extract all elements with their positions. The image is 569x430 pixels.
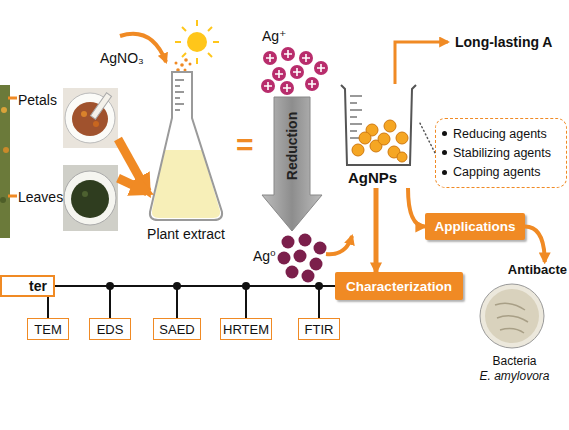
connector [374,188,379,272]
petals-mortar-photo [63,88,118,148]
dish-node: AntibacteBacteriaE. amylovora [470,262,567,382]
light-dots [175,58,192,72]
graduation-marks [350,96,362,138]
silver-ions [261,47,328,95]
connector [420,123,435,153]
node-text: E. amylovora [472,369,557,383]
node-text: Stabilizing agents [453,146,551,160]
connector [55,285,335,287]
tick-dots [44,282,323,290]
beaker-node: AgNPs [340,80,420,188]
graduation-marks [175,80,184,110]
leaves-mortar-photo [63,165,118,231]
process-box: Applications [425,213,525,240]
flower-speck [1,107,7,113]
atom-label: Ag⁰ [253,248,276,264]
tick-lines [48,286,319,318]
beaker-outline [341,85,416,165]
leaf-speck [82,191,88,197]
mortar-bowl [65,93,115,143]
ion-label: Ag⁺ [262,28,287,44]
photo-bg [63,165,118,231]
arrow-label: Reduction [284,112,300,180]
flask-outline [150,72,222,220]
sun-disc [187,32,207,52]
petri-dish-photo [480,284,544,348]
pointer-arrow [395,42,448,84]
connector [525,227,545,263]
nanoparticles [352,120,408,162]
heading-text: Long-lasting A [455,34,552,50]
method-box: EDS [89,318,131,340]
node-text: HRTEM [223,322,269,337]
node-text: Characterization [346,279,452,294]
chemical-label: AgNO₃ [100,50,144,66]
bullet-dot [442,150,447,155]
leaf-paste [71,180,109,218]
plant-photo [0,85,10,238]
sun-symbol [175,20,220,72]
timeline-ticks [44,282,323,318]
pestle [91,93,112,119]
photo-strip [0,85,10,238]
bullet-line: Stabilizing agents [442,146,560,160]
method-box: TEM [27,318,69,340]
leaf-speck [0,197,6,203]
method-box: FTIR [298,318,340,340]
bacteria-streaks [495,303,528,333]
equals-sign: = [236,128,254,162]
agar [485,289,539,343]
node-text: Leaves [18,189,63,205]
beaker-drawing [341,85,416,165]
node-text: TEM [34,322,61,337]
bullet-dot [442,131,447,136]
connector [118,139,147,192]
method-box: HRTEM [220,318,272,340]
node-text: Applications [434,219,515,234]
node-text: SAED [159,322,194,337]
node-text: Antibacte [470,262,567,277]
connector [408,188,425,227]
node-text: ter [29,278,47,294]
node-text: AgNPs [348,169,397,186]
photo-node: Leaves [18,165,118,231]
mortar-bowl [64,171,116,225]
curved-arrow [326,236,352,254]
photo-bg [63,88,118,148]
bullet-dot [442,170,447,175]
node-text: Petals [18,92,57,108]
reduction-arrow [262,97,322,231]
node-text: FTIR [305,322,334,337]
method-box: SAED [153,318,201,340]
connector [118,178,147,192]
node-text: EDS [97,322,124,337]
plus-signs [264,50,325,92]
process-box: Characterization [335,272,463,300]
node-text: Reducing agents [453,127,547,141]
sun-rays [175,20,219,64]
petal-speck [81,111,87,117]
silver-atoms [278,234,327,283]
petal-speck [93,121,99,127]
parameter-box: ter [0,275,55,297]
pointer-line [8,195,17,198]
node-text: Bacteria [472,354,557,368]
node-text: Capping agents [453,165,541,179]
flower-speck [3,147,9,153]
node-text: Plant extract [140,226,232,242]
flask-node: Plant extract [140,68,232,250]
bullet-line: Reducing agents [442,127,560,141]
photo-node: Petals [18,88,118,148]
flask-drawing [150,72,222,220]
agent-box: Reducing agentsStabilizing agentsCapping… [435,118,567,188]
pointer-line [8,97,17,100]
dish-rim [480,284,544,348]
bullet-line: Capping agents [442,165,560,179]
